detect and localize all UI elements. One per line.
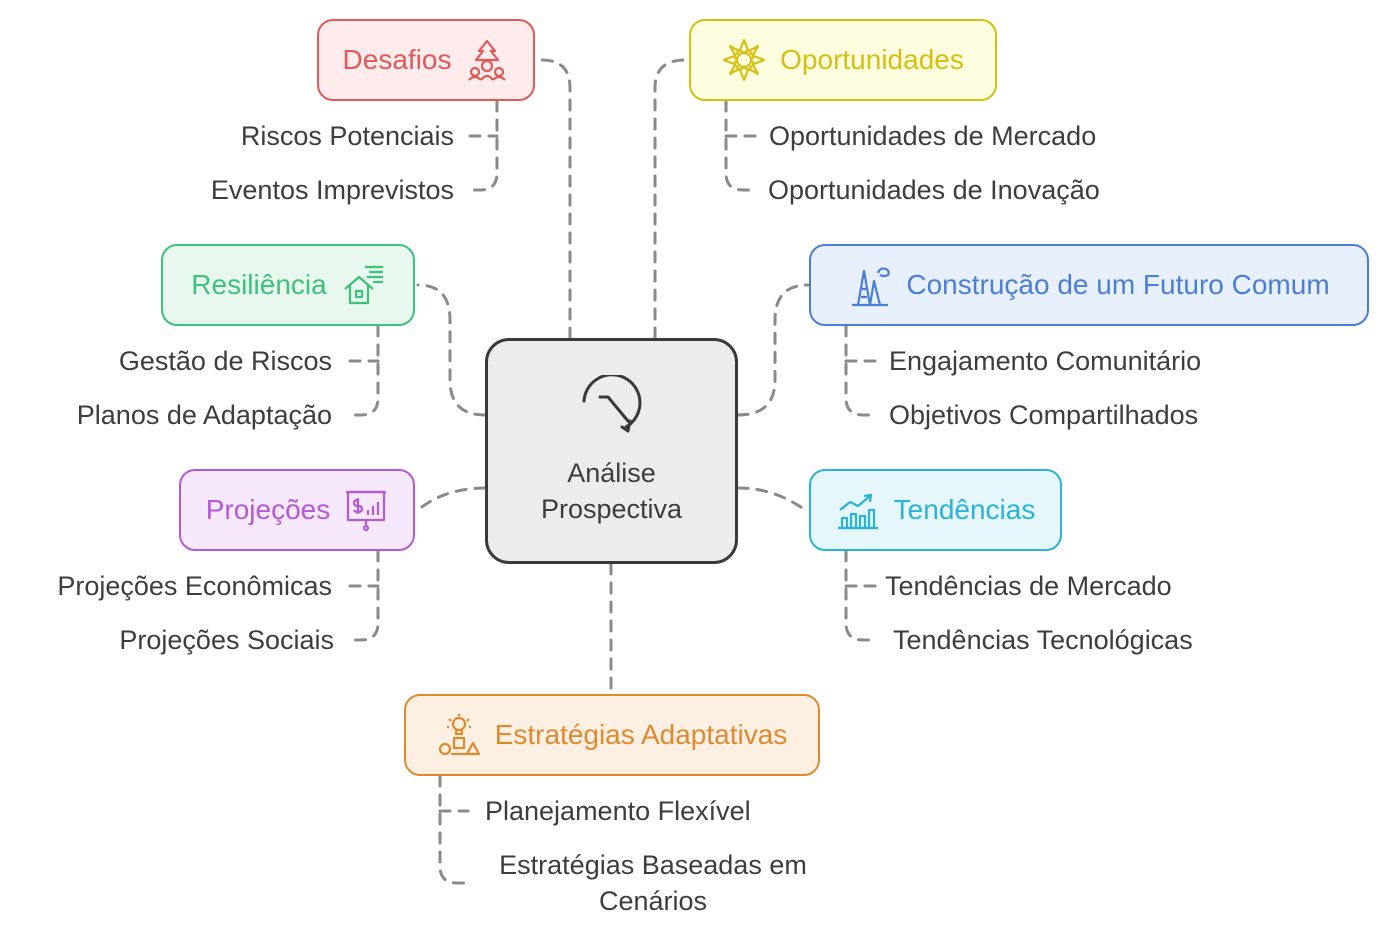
leaf-tendencias-mercado: Tendências de Mercado (885, 571, 1172, 601)
leaf-projecoes-economicas: Projeções Econômicas (57, 571, 332, 601)
branch-desafios-label: Desafios (342, 44, 452, 75)
refresh-arrow-icon (576, 375, 648, 439)
branch-resiliencia-label: Resiliência (191, 269, 327, 300)
leaf-oportunidades-inovacao: Oportunidades de Inovação (768, 175, 1100, 205)
branch-oportunidades-label: Oportunidades (780, 44, 964, 75)
alert-people-icon (465, 38, 509, 82)
branch-tendencias-label: Tendências (893, 494, 1036, 525)
house-wind-icon (341, 263, 385, 307)
leaf-engajamento-comunitario: Engajamento Comunitário (889, 346, 1202, 376)
presentation-board-icon (344, 488, 388, 532)
branch-estrategias-label: Estratégias Adaptativas (494, 719, 788, 750)
gear-burst-icon (722, 38, 766, 82)
center-label: Análise Prospectiva (540, 458, 683, 524)
branch-projecoes-label: Projeções (205, 494, 331, 525)
leaf-planos-adaptacao: Planos de Adaptação (76, 400, 332, 430)
leaf-objetivos-compartilhados: Objetivos Compartilhados (889, 400, 1199, 430)
leaf-estrategias-cenarios-text: Estratégias Baseadas em Cenários (499, 850, 807, 916)
branch-estrategias[interactable]: Estratégias Adaptativas (404, 694, 820, 776)
leaf-oportunidades-mercado: Oportunidades de Mercado (769, 121, 1097, 151)
trend-chart-icon (836, 488, 880, 532)
branch-projecoes[interactable]: Projeções (179, 469, 415, 551)
leaf-projecoes-sociais: Projeções Sociais (119, 625, 334, 655)
center-node[interactable]: Análise Prospectiva (485, 338, 738, 564)
branch-construcao[interactable]: Construção de um Futuro Comum (809, 244, 1369, 326)
branch-construcao-label: Construção de um Futuro Comum (906, 269, 1330, 300)
leaf-tendencias-tecnologicas: Tendências Tecnológicas (893, 625, 1193, 655)
branch-oportunidades[interactable]: Oportunidades (689, 19, 997, 101)
branch-resiliencia[interactable]: Resiliência (161, 244, 415, 326)
leaf-eventos-imprevistos: Eventos Imprevistos (210, 175, 454, 205)
leaf-gestao-riscos: Gestão de Riscos (118, 346, 332, 376)
leaf-estrategias-cenarios: Estratégias Baseadas em Cenários (485, 847, 821, 919)
idea-shapes-icon (437, 713, 481, 757)
branch-desafios[interactable]: Desafios (317, 19, 535, 101)
leaf-riscos-potenciais: Riscos Potenciais (240, 121, 454, 151)
branch-tendencias[interactable]: Tendências (809, 469, 1062, 551)
cityscape-icon (848, 263, 892, 307)
leaf-planejamento-flexivel: Planejamento Flexível (485, 796, 751, 826)
